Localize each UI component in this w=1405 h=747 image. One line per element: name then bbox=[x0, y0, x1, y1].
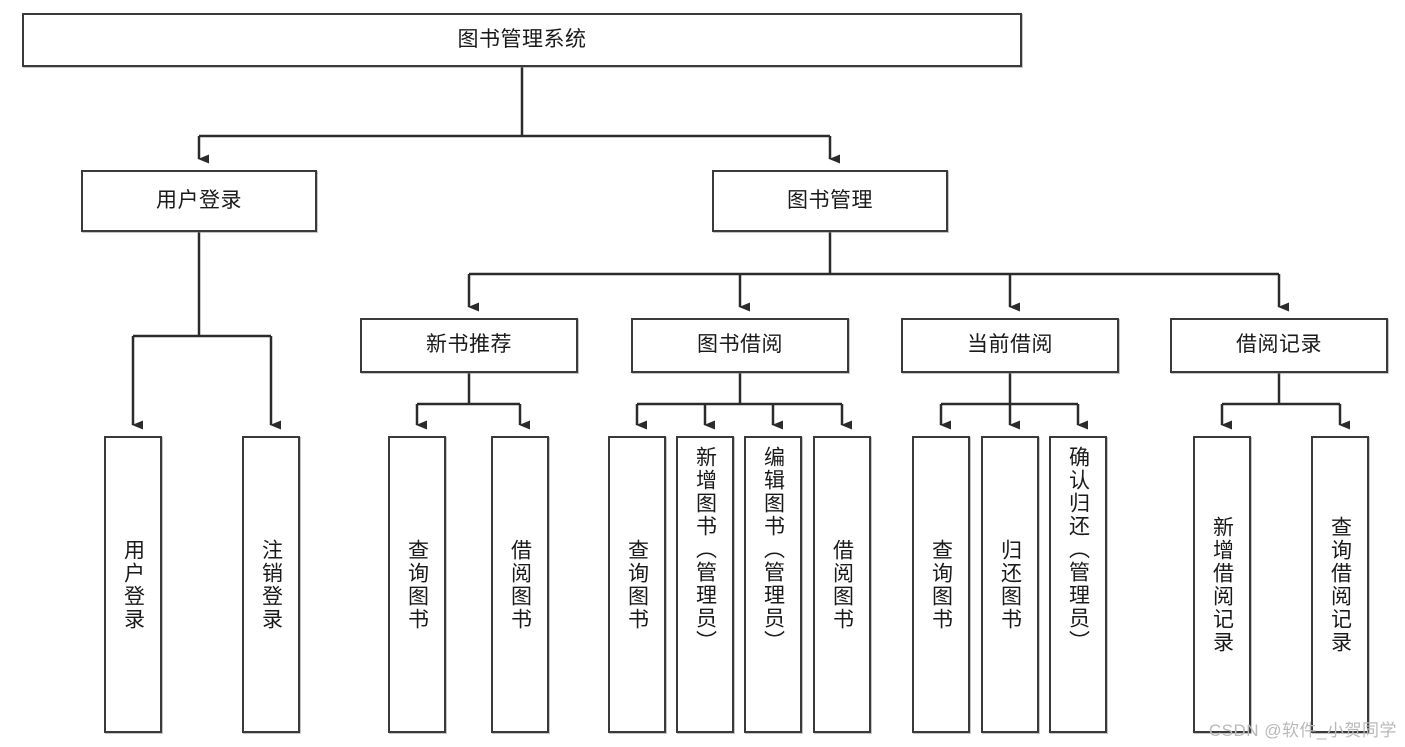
leaf-add-record[interactable]: 新增借阅记录 bbox=[1193, 436, 1251, 733]
node-root[interactable]: 图书管理系统 bbox=[22, 13, 1022, 67]
leaf-query-record-label: 查询借阅记录 bbox=[1328, 515, 1352, 654]
leaf-add-book[interactable]: 新增图书（管理员） bbox=[676, 436, 734, 733]
node-book-borrow-label: 图书借阅 bbox=[697, 333, 783, 357]
leaf-query-book-2[interactable]: 查询图书 bbox=[608, 436, 666, 733]
node-book-manage[interactable]: 图书管理 bbox=[712, 170, 948, 232]
leaf-user-logout[interactable]: 注销登录 bbox=[242, 436, 300, 733]
leaf-confirm-return-label: 确认归还（管理员） bbox=[1066, 446, 1090, 653]
leaf-return-book[interactable]: 归还图书 bbox=[981, 436, 1039, 733]
leaf-query-book-1[interactable]: 查询图书 bbox=[388, 436, 446, 733]
leaf-user-logout-label: 注销登录 bbox=[259, 538, 283, 631]
leaf-query-book-1-label: 查询图书 bbox=[405, 538, 429, 631]
leaf-add-record-label: 新增借阅记录 bbox=[1210, 515, 1234, 654]
node-user-login-label: 用户登录 bbox=[156, 188, 242, 212]
watermark-text: CSDN @软件_小贺同学 bbox=[1208, 721, 1397, 740]
leaf-borrow-book-2[interactable]: 借阅图书 bbox=[813, 436, 871, 733]
leaf-borrow-book-1-label: 借阅图书 bbox=[508, 538, 532, 631]
node-current-borrow[interactable]: 当前借阅 bbox=[901, 318, 1119, 373]
node-root-label: 图书管理系统 bbox=[457, 27, 587, 51]
node-current-borrow-label: 当前借阅 bbox=[967, 333, 1053, 357]
leaf-query-record[interactable]: 查询借阅记录 bbox=[1311, 436, 1369, 733]
leaf-edit-book-label: 编辑图书（管理员） bbox=[761, 446, 785, 653]
node-borrow-record-label: 借阅记录 bbox=[1236, 333, 1322, 357]
leaf-query-book-2-label: 查询图书 bbox=[625, 538, 649, 631]
node-new-book-rec-label: 新书推荐 bbox=[426, 333, 512, 357]
leaf-user-login-label: 用户登录 bbox=[121, 538, 145, 631]
node-borrow-record[interactable]: 借阅记录 bbox=[1170, 318, 1388, 373]
leaf-confirm-return[interactable]: 确认归还（管理员） bbox=[1049, 436, 1107, 733]
leaf-add-book-label: 新增图书（管理员） bbox=[693, 446, 717, 653]
leaf-borrow-book-1[interactable]: 借阅图书 bbox=[491, 436, 549, 733]
leaf-query-book-3[interactable]: 查询图书 bbox=[912, 436, 970, 733]
node-new-book-rec[interactable]: 新书推荐 bbox=[360, 318, 578, 373]
leaf-return-book-label: 归还图书 bbox=[998, 538, 1022, 631]
node-book-borrow[interactable]: 图书借阅 bbox=[631, 318, 849, 373]
node-book-manage-label: 图书管理 bbox=[787, 188, 873, 212]
leaf-edit-book[interactable]: 编辑图书（管理员） bbox=[744, 436, 802, 733]
leaf-user-login[interactable]: 用户登录 bbox=[104, 436, 162, 733]
leaf-borrow-book-2-label: 借阅图书 bbox=[830, 538, 854, 631]
leaf-query-book-3-label: 查询图书 bbox=[929, 538, 953, 631]
node-user-login[interactable]: 用户登录 bbox=[81, 170, 317, 232]
